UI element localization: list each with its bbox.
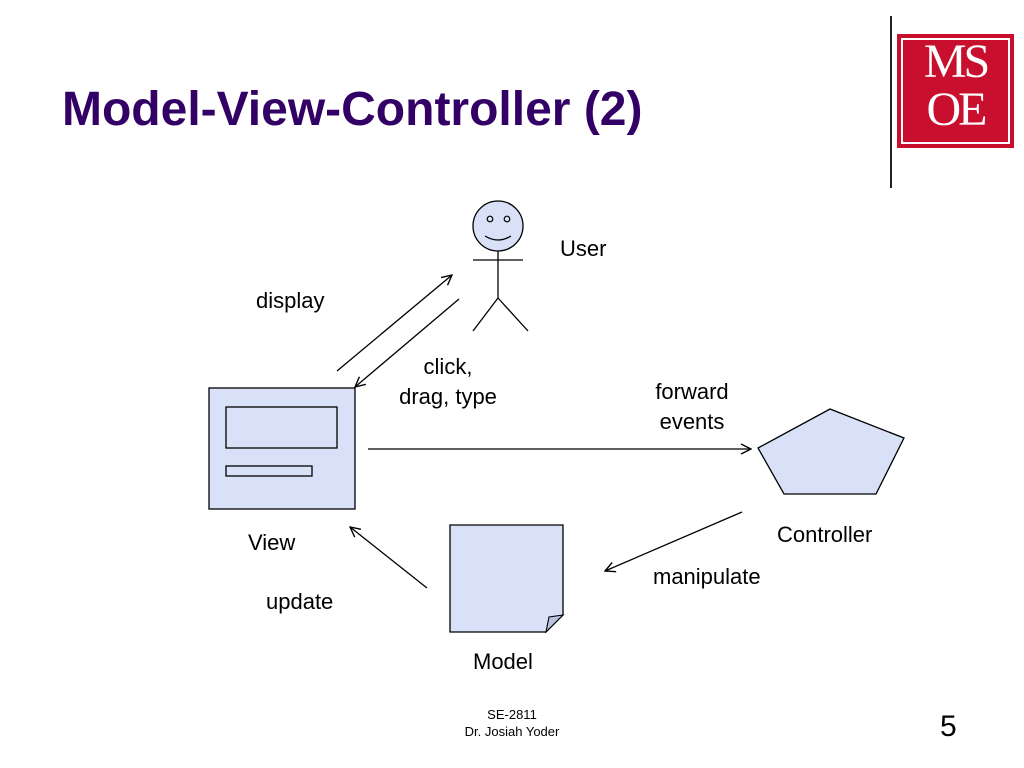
logo-border <box>901 38 1010 144</box>
input-arrow <box>355 298 460 387</box>
forward-events-line-1: forward <box>655 379 729 404</box>
view-label: View <box>248 530 296 555</box>
user-right-eye <box>503 215 511 223</box>
controller-label: Controller <box>777 522 873 547</box>
manipulate-label: manipulate <box>653 564 761 589</box>
display-arrow <box>336 275 452 372</box>
view-window-icon <box>208 387 356 510</box>
slide-title: Model-View-Controller (2) <box>62 83 643 136</box>
footer-course: SE-2811 <box>487 707 537 722</box>
input-events-line-2: drag, type <box>399 384 497 409</box>
controller-pentagon-icon <box>757 408 905 495</box>
slide-footer: SE-2811 Dr. Josiah Yoder <box>420 706 604 740</box>
user-left-leg <box>472 297 499 332</box>
user-label: User <box>560 236 607 261</box>
model-page-fold <box>545 614 565 634</box>
input-events-line-1: click, <box>423 354 473 379</box>
footer-author: Dr. Josiah Yoder <box>464 724 560 739</box>
user-left-eye <box>486 215 494 223</box>
display-label: display <box>256 288 325 313</box>
model-document-icon <box>449 524 565 634</box>
manipulate-arrow <box>605 511 743 571</box>
forward-events-label: forward events <box>632 377 752 437</box>
model-label: Model <box>473 649 533 674</box>
view-window-bar <box>225 465 313 477</box>
update-label: update <box>266 589 334 614</box>
page-number: 5 <box>940 710 957 743</box>
user-smile <box>484 235 512 241</box>
update-arrow <box>350 527 428 589</box>
user-right-leg <box>497 297 529 332</box>
forward-events-line-2: events <box>659 409 725 434</box>
user-head <box>472 200 524 252</box>
logo-text-top: MS <box>923 35 990 88</box>
msoe-logo: MS OE <box>897 34 1014 148</box>
input-events-label: click, drag, type <box>380 352 516 412</box>
model-page <box>449 524 564 633</box>
user-stick-figure <box>472 200 529 332</box>
divider-line <box>890 16 892 188</box>
view-window-panel <box>225 406 338 449</box>
logo-text-bottom: OE <box>926 83 988 136</box>
